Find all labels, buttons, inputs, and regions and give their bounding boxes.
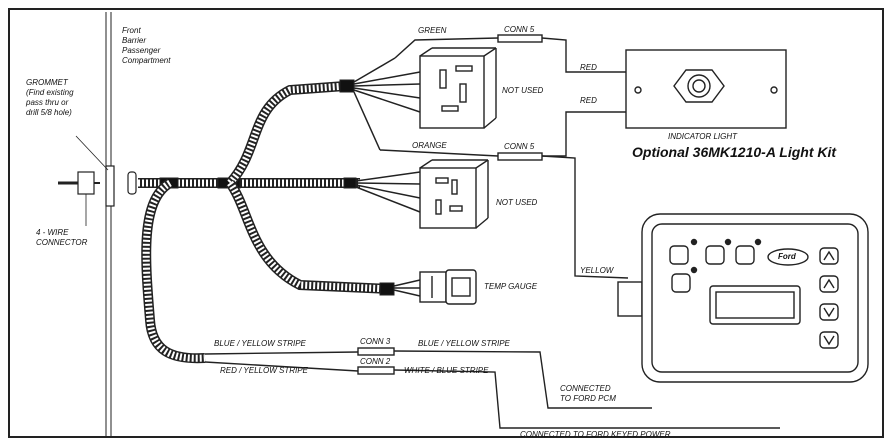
relay1-wires [353,37,499,157]
not-used-label-1: NOT USED [502,86,544,95]
grommet-label-line: pass thru or [26,98,69,107]
grommet-label-line: (Find existing [26,88,74,97]
firewall-label-line: Front [122,26,141,35]
diagram-frame [8,8,884,438]
firewall-label-line: Compartment [122,56,171,65]
temp-gauge-connector [419,269,477,305]
four-wire-connector [58,171,100,226]
firewall-label-line: Passenger [122,46,161,55]
blue-yellow-stripe-label-right: BLUE / YELLOW STRIPE [418,339,510,348]
red-wire-label-1: RED [580,63,597,72]
firewall-label-line: Barrier [122,36,147,45]
to-ford-pcm-label: CONNECTED TO FORD PCM [560,384,650,404]
conn5-mid-wire [497,111,629,279]
relay-1 [419,47,497,129]
firewall-barrier [105,12,112,436]
temp-gauge-wires [393,279,421,297]
conn5-top-label: CONN 5 [504,25,535,34]
to-keyed-power-label: CONNECTED TO FORD KEYED POWER [520,430,671,439]
conn5-top-wire [497,34,626,73]
controller [617,213,869,383]
light-kit-title: Optional 36MK1210-A Light Kit [632,144,837,160]
to-ford-pcm-label-line: TO FORD PCM [560,394,616,403]
green-wire-label: GREEN [418,26,447,35]
red-yellow-stripe-label: RED / YELLOW STRIPE [220,366,308,375]
grommet-label: GROMMET (Find existing pass thru or dril… [26,78,106,118]
ford-logo: Ford [778,252,796,261]
not-used-label-2: NOT USED [496,198,538,207]
lower-wires [204,347,780,429]
wire-connector-label-line: CONNECTOR [36,238,88,247]
orange-wire-label: ORANGE [412,141,447,150]
harness-main [138,79,395,364]
temp-gauge-label: TEMP GAUGE [484,282,538,291]
to-ford-pcm-label-line: CONNECTED [560,384,611,393]
yellow-wire-label: YELLOW [580,266,614,275]
relay-2 [419,159,489,229]
grommet-label-line: drill 5/8 hole) [26,108,72,117]
conn2-label: CONN 2 [360,357,391,366]
relay-2-wires [355,171,421,213]
white-blue-stripe-label: WHITE / BLUE STRIPE [404,366,489,375]
blue-yellow-stripe-label-left: BLUE / YELLOW STRIPE [214,339,306,348]
indicator-light-label: INDICATOR LIGHT [668,132,738,141]
grommet [75,135,137,207]
conn3-label: CONN 3 [360,337,391,346]
conn5-mid-label: CONN 5 [504,142,535,151]
wire-connector-label-line: 4 - WIRE [36,228,69,237]
grommet-label-line: GROMMET [26,78,68,87]
red-wire-label-2: RED [580,96,597,105]
indicator-light-kit [625,49,787,129]
firewall-label: Front Barrier Passenger Compartment [122,26,202,66]
wire-connector-label: 4 - WIRE CONNECTOR [36,228,116,248]
